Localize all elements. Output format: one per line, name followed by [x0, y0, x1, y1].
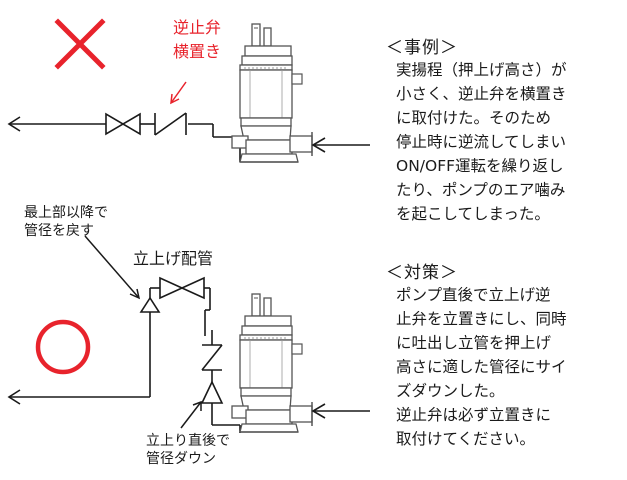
callout-top-line-2: 管径を戻す: [24, 223, 94, 239]
countermeasure-line: 止弁を立置きにし、同時: [396, 310, 567, 328]
callout-top-line-1: 最上部以降で: [24, 205, 108, 221]
pump-bottom: [231, 293, 313, 433]
reducer-top: [139, 296, 161, 313]
wrong-discharge-pipe: [7, 116, 241, 162]
riser-label: 立上げ配管: [133, 249, 214, 268]
case-line: 小さく、逆止弁を横置き: [396, 85, 567, 103]
countermeasure-line: ズダウンした。: [396, 382, 505, 400]
inflow-arrow-bottom: [311, 403, 370, 419]
red-pointer-arrow: [170, 81, 187, 105]
countermeasure-line: に吐出し立管を押上げ: [396, 334, 552, 352]
callout-arrow-bottom: [180, 400, 202, 429]
case-line: 実揚程（押上げ高さ）が: [396, 61, 567, 79]
gate-valve-riser: [159, 276, 205, 300]
inflow-arrow-top: [311, 137, 370, 153]
case-body: 実揚程（押上げ高さ）が 小さく、逆止弁を横置き に取付けた。そのため 停止時に逆…: [396, 58, 567, 226]
countermeasure-line: 高さに適した管径にサイ: [396, 358, 567, 376]
case-line: ON/OFF運転を繰り返し: [396, 157, 564, 175]
callout-bottom-line-1: 立上り直後で: [146, 433, 230, 449]
gate-valve-horizontal: [105, 112, 141, 136]
pump-top: [231, 23, 313, 163]
countermeasure-line: ポンプ直後で立上げ逆: [396, 286, 551, 304]
case-line: 停止時に逆流してしまい: [396, 133, 567, 151]
case-line: に取付けた。そのため: [396, 109, 552, 127]
callout-bottom-line-2: 管径ダウン: [146, 451, 216, 467]
case-line: たり、ポンプのエア噛み: [396, 181, 566, 199]
case-line: を起こしてしまった。: [396, 205, 550, 223]
countermeasure-line: 逆止弁は必ず立置きに: [396, 406, 552, 424]
countermeasure-body: ポンプ直後で立上げ逆 止弁を立置きにし、同時 に吐出し立管を押上げ 高さに適した…: [396, 283, 567, 451]
countermeasure-line: 取付けてください。: [396, 430, 536, 448]
check-valve-horizontal: [140, 112, 187, 136]
countermeasure-heading: ＜対策＞: [386, 263, 458, 283]
valve-label-line-1: 逆止弁: [173, 18, 222, 37]
circle-mark: [35, 319, 91, 375]
cross-mark: [54, 18, 106, 70]
callout-arrow-top: [84, 235, 141, 300]
check-valve-vertical: [201, 344, 223, 371]
reducer-bottom: [200, 380, 224, 404]
valve-label-line-2: 横置き: [173, 42, 222, 61]
case-heading: ＜事例＞: [386, 38, 458, 58]
correct-discharge-pipe: [7, 287, 241, 433]
